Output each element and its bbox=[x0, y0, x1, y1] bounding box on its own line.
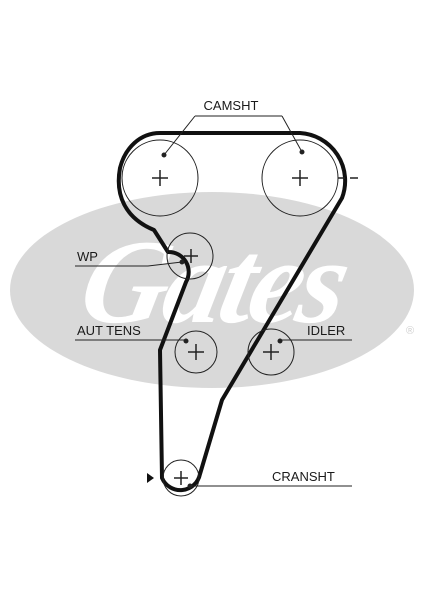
auto-tensioner-pulley bbox=[174, 330, 218, 374]
idler-label: IDLER bbox=[307, 323, 345, 338]
cransht-label: CRANSHT bbox=[272, 469, 335, 484]
water-pump-pulley bbox=[166, 232, 214, 280]
logo-oval bbox=[10, 192, 414, 388]
camshaft-pulley-right bbox=[261, 139, 358, 217]
wp-leader bbox=[75, 261, 183, 267]
wp-label: WP bbox=[77, 249, 98, 264]
camshaft-pulley-left bbox=[121, 139, 199, 217]
camsht-label: CAMSHT bbox=[204, 98, 259, 113]
idler-pulley bbox=[247, 328, 295, 376]
timing-belt bbox=[116, 131, 348, 493]
crankshaft-pulley bbox=[147, 459, 200, 497]
camsht-leader bbox=[163, 115, 303, 156]
aut-tens-label: AUT TENS bbox=[77, 323, 141, 338]
logo-wordmark: Gates bbox=[70, 216, 359, 349]
registered-mark: ® bbox=[406, 325, 414, 337]
timing-mark-arrow bbox=[147, 473, 154, 483]
gates-logo-watermark: Gates ® bbox=[10, 192, 414, 388]
